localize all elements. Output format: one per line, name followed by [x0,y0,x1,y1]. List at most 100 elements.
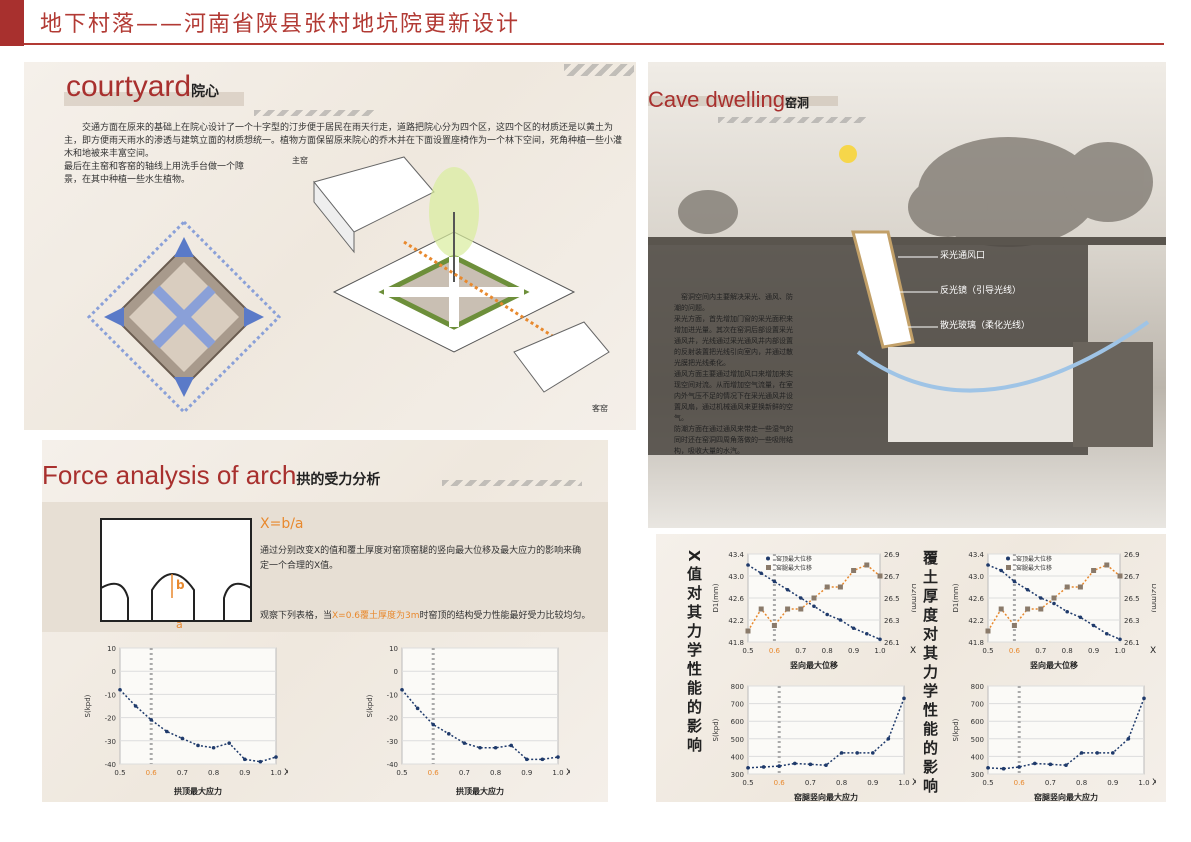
y-tick-label: 41.8 [968,639,984,647]
x-tick-label: 0.7 [177,769,188,777]
x-axis-label: 竖向最大位移 [1030,660,1078,670]
x-axis-label: 窑腿竖向最大应力 [794,792,858,802]
data-point [227,741,231,745]
arch-diagram [100,518,252,622]
y2-tick-label: 26.1 [1124,639,1140,647]
data-point [1064,763,1068,767]
data-point [133,704,138,708]
y-tick-label: 10 [389,645,398,653]
y-tick-label: 700 [971,701,984,709]
x-axis-letter: X [1150,646,1156,656]
y-tick-label: -10 [105,691,116,699]
cave-heading-cn: 窑洞 [784,96,809,110]
legend-marker [1006,565,1011,570]
x-tick-label: 0.8 [822,647,833,655]
y-tick-label: 800 [731,683,744,691]
label-b: b [176,578,185,592]
x-tick-label: 0.9 [1107,779,1118,787]
arch-formula: X=b/a [260,516,304,532]
cave-heading: Cave dwelling窑洞 [648,87,809,113]
courtyard-paragraph-1: 交通方面在原来的基础上在院心设计了一个十字型的汀步便于居民在雨天行走，道路把院心… [64,123,623,159]
data-point [1105,631,1109,636]
x-tick-label: 0.8 [1062,647,1073,655]
data-point [1095,751,1099,755]
x-tick-label: 0.5 [742,779,753,787]
y-axis-label: S(kpd) [84,694,92,717]
data-point [1033,761,1037,766]
data-point [462,741,467,745]
legend-marker [1006,556,1010,561]
x-tick-label: 0.7 [795,647,806,655]
data-point [196,743,200,748]
data-point [243,757,247,762]
y-tick-label: 500 [731,736,744,744]
page-title: 地下村落——河南省陕县张村地坑院更新设计 [40,12,521,37]
data-point [1012,579,1017,584]
data-point [851,568,857,573]
legend-label: 窑顶最大位移 [1016,555,1052,563]
x-tick-label: 0.9 [521,769,532,777]
y-tick-label: -10 [387,691,398,699]
legend-label: 窑腿最大位移 [776,564,812,572]
data-point [400,687,404,692]
plot-area [747,685,905,775]
legend-marker [766,565,771,570]
cave-description: 窑洞空间内主要解决采光、通风、防潮的问题。 采光方面，首先增加门窗的采光面积来增… [674,293,793,455]
arch-panel: Force analysis of arch拱的受力分析 b a X=b/a 通… [42,440,608,802]
x-axis-label: 竖向最大位移 [790,660,838,670]
courtyard-heading-underline [64,92,244,106]
data-point [1038,606,1044,612]
chart-svg: 43.443.042.642.241.826.926.726.526.326.1… [952,551,1158,670]
data-point [274,755,278,759]
data-point [851,626,856,631]
data-point [825,612,829,617]
courtyard-heading: courtyard院心 [66,70,219,104]
x-axis-letter: X [284,768,288,778]
data-point [808,762,813,767]
data-point [986,563,990,567]
x-tick-label: 0.9 [848,647,859,655]
decor-stripes [564,64,634,76]
data-point [864,562,870,568]
arch-text-2-post: 时窑顶的结构受力性能最好受力比较均匀。 [419,611,591,621]
y-axis-label: S(kpd) [712,718,720,741]
arch-heading: Force analysis of arch拱的受力分析 [42,460,380,491]
data-point [258,759,263,764]
x-tick-label: 0.5 [742,647,753,655]
data-point [180,736,185,741]
sun-icon [839,145,857,163]
y-tick-label: 43.0 [728,573,744,581]
data-point [785,587,790,592]
side-title-x: X值对其力学性能的影响 [685,550,703,756]
arrow-right-icon [244,307,264,327]
x-axis-label: 窑腿竖向最大应力 [1034,792,1098,802]
plot-area [401,647,559,765]
cave-label-mirror: 反光镜（引导光线） [940,286,1022,296]
x-tick-label: 1.0 [874,647,885,655]
data-point [1126,737,1131,741]
data-point [1117,573,1123,579]
data-point [793,761,797,766]
arrow-down-icon [174,377,194,397]
data-point [1118,637,1122,642]
data-point [525,757,529,762]
x-tick-label: 0.8 [836,779,847,787]
y-tick-label: -30 [105,738,116,746]
x-tick-label: 0.8 [490,769,501,777]
x-axis-label: 拱顶最大应力 [456,786,504,796]
data-point [777,764,781,768]
data-point [998,606,1004,612]
data-point [878,637,882,642]
data-point [758,606,764,612]
x-tick-label: 0.5 [982,779,993,787]
x-axis-letter: X [1152,778,1156,788]
y-tick-label: 300 [971,771,984,779]
y2-tick-label: 26.9 [1124,551,1140,559]
data-point [1079,751,1084,755]
x-tick-label: 0.6 [769,647,781,655]
y2-tick-label: 26.7 [1124,573,1140,581]
